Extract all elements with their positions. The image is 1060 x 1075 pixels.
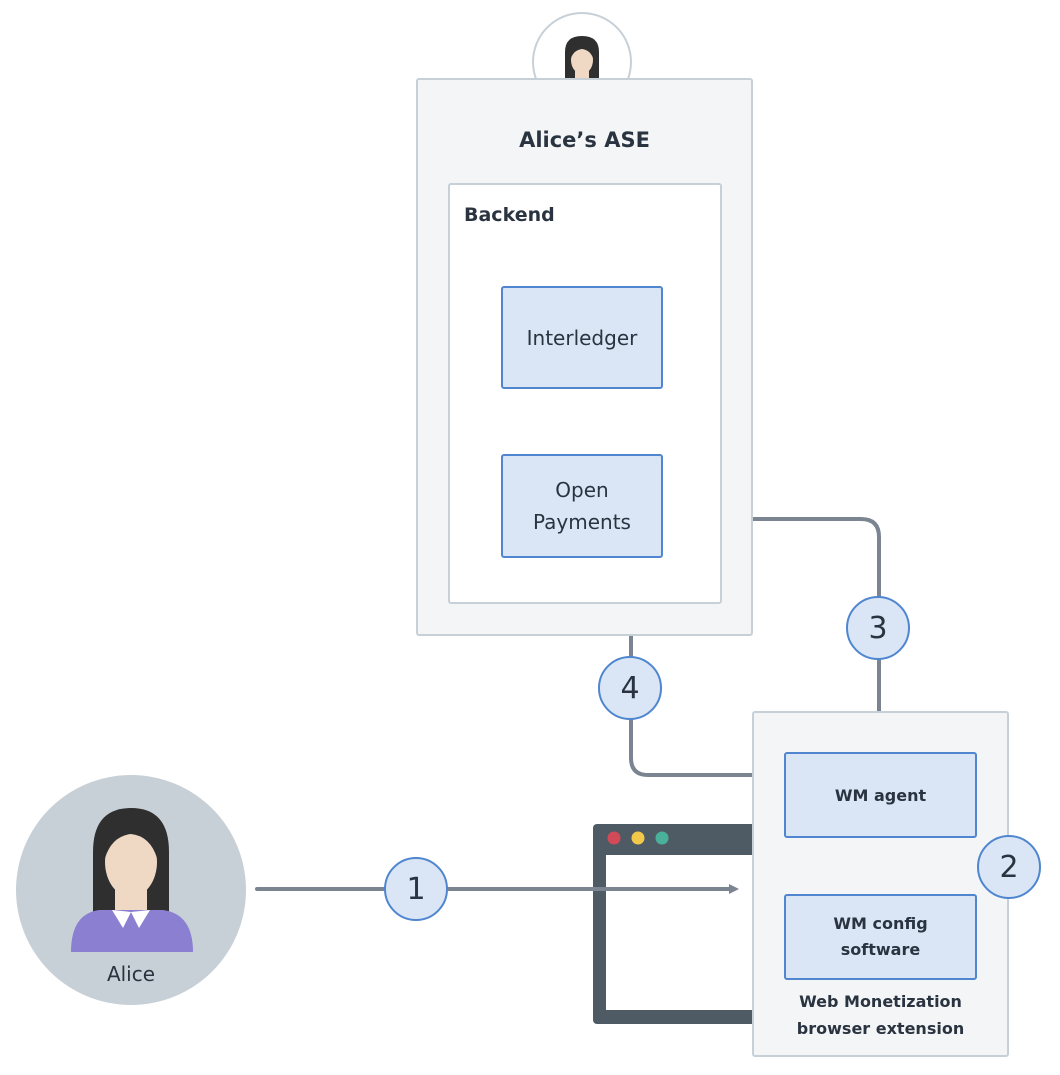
window-maximize-dot-icon: [655, 831, 669, 845]
window-minimize-dot-icon: [631, 831, 645, 845]
arrow-agent-to-open-payments-icon: [677, 514, 881, 744]
wm-caption-line2: browser extension: [796, 1019, 965, 1038]
open-payments-label-line2: Payments: [533, 510, 631, 534]
open-payments-component: Open Payments: [501, 454, 663, 558]
wm-config-label-line2: software: [840, 940, 921, 959]
step-4-marker: 4: [598, 656, 662, 720]
open-payments-label-line1: Open: [555, 478, 609, 502]
wm-config-label-line1: WM config: [833, 914, 928, 933]
step-2-marker: 2: [977, 835, 1041, 899]
alice-avatar-icon: [16, 775, 246, 1005]
backend-title: Backend: [464, 204, 555, 226]
wm-config-component: WM config software: [784, 894, 977, 980]
wm-caption-line1: Web Monetization: [799, 992, 962, 1011]
browser-window-icon: [593, 824, 776, 1024]
ase-title: Alice’s ASE: [519, 128, 650, 152]
alice-label: Alice: [106, 962, 156, 986]
window-close-dot-icon: [607, 831, 621, 845]
arrow-open-payments-to-agent-icon: [629, 568, 770, 780]
step-3-marker: 3: [846, 596, 910, 660]
interledger-component: Interledger: [501, 286, 663, 389]
wm-agent-component: WM agent: [784, 752, 977, 838]
wm-extension-caption: Web Monetization browser extension: [752, 988, 1009, 1042]
step-1-marker: 1: [384, 857, 448, 921]
